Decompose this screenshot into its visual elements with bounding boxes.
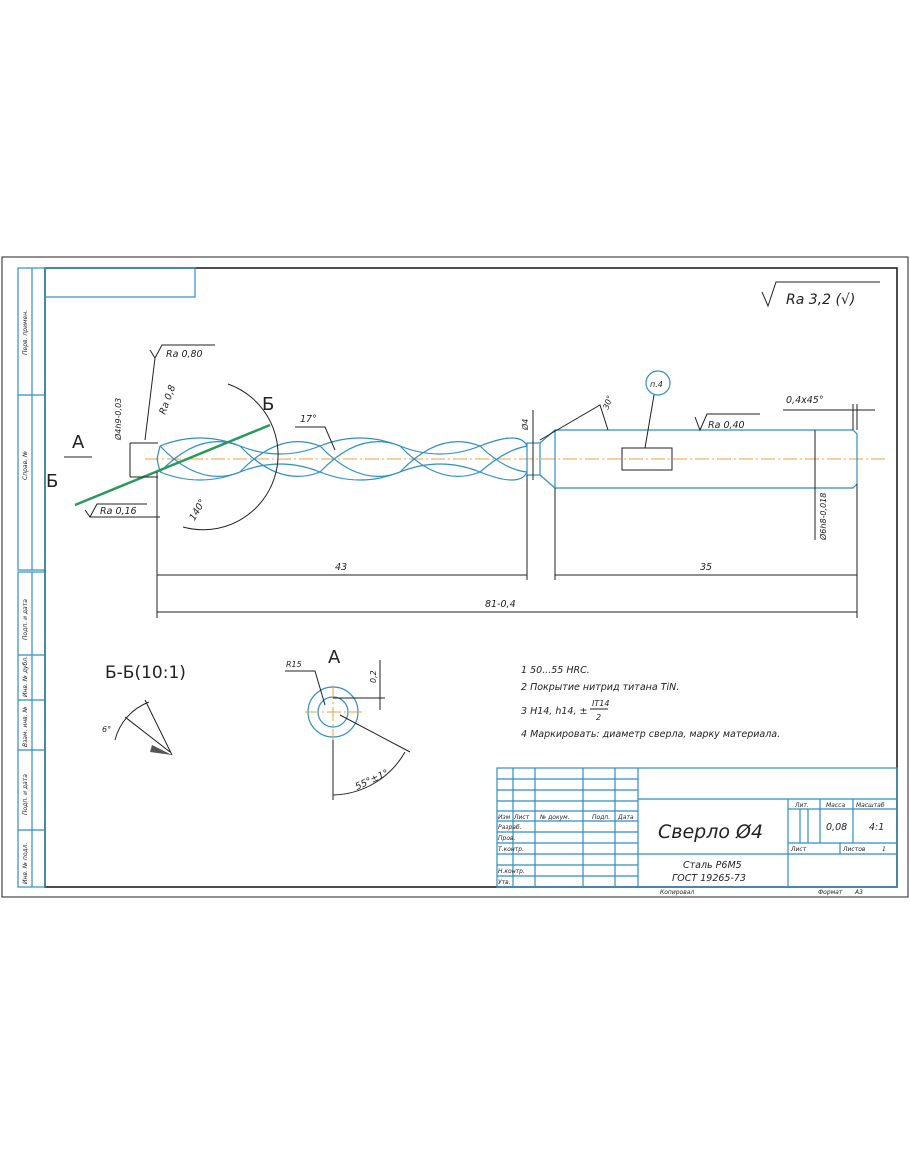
- svg-text:Масса: Масса: [826, 802, 845, 809]
- svg-text:17°: 17°: [300, 414, 317, 425]
- drawing-frame: [44, 267, 898, 888]
- svg-text:30°: 30°: [601, 394, 614, 410]
- svg-text:0,4x45°: 0,4x45°: [786, 395, 824, 406]
- svg-text:Подп.: Подп.: [592, 814, 610, 821]
- material-standard: ГОСТ 19265-73: [672, 873, 746, 884]
- dim-35: 35: [700, 562, 712, 573]
- svg-text:Ø6h8-0,018: Ø6h8-0,018: [818, 493, 828, 541]
- svg-text:0,2: 0,2: [369, 670, 378, 683]
- strip-label: Справ. №: [22, 451, 29, 480]
- view-a-label: А: [72, 432, 85, 453]
- note: 2 Покрытие нитрид титана TiN.: [521, 682, 679, 693]
- note: 3 H14, h14, ±: [521, 706, 587, 717]
- note: 1 50...55 HRC.: [521, 665, 590, 676]
- svg-text:Лист: Лист: [513, 814, 530, 821]
- svg-text:Масштаб: Масштаб: [856, 802, 885, 809]
- part-name: Сверло Ø4: [658, 821, 763, 843]
- svg-text:Лист: Лист: [790, 846, 807, 853]
- svg-text:R15: R15: [286, 660, 302, 669]
- section-b-label-right: Б: [262, 394, 274, 415]
- svg-text:п.4: п.4: [650, 380, 663, 389]
- strip-label: Инв. № дубл.: [22, 656, 29, 697]
- side-strip: [17, 267, 46, 888]
- svg-text:Ra 0,8: Ra 0,8: [157, 384, 178, 416]
- marking-ref-bubble: [645, 370, 671, 396]
- svg-text:Ra 0,16: Ra 0,16: [100, 506, 137, 517]
- svg-text:Ra 0,40: Ra 0,40: [708, 420, 745, 431]
- svg-text:Копировал: Копировал: [660, 889, 694, 896]
- section-line-b: [74, 423, 271, 507]
- svg-text:Разраб.: Разраб.: [498, 824, 522, 831]
- note-fraction-den: 2: [596, 713, 601, 722]
- svg-text:55°±1°: 55°±1°: [354, 768, 391, 793]
- leader-ra080: [144, 344, 215, 441]
- top-left-box: [44, 267, 196, 298]
- section-title: Б-Б(10:1): [105, 663, 186, 683]
- dim-81: 81-0,4: [485, 599, 516, 610]
- svg-text:Утв.: Утв.: [498, 879, 511, 886]
- svg-text:Лит.: Лит.: [794, 802, 809, 809]
- dim-43: 43: [335, 562, 347, 573]
- note-fraction-num: IT14: [592, 699, 609, 708]
- svg-text:Пров.: Пров.: [498, 835, 516, 842]
- mass-value: 0,08: [826, 822, 847, 833]
- svg-text:Ø4: Ø4: [520, 419, 530, 431]
- angle-arc-140: [182, 383, 279, 531]
- svg-text:Ra 0,80: Ra 0,80: [166, 349, 203, 360]
- scale-value: 4:1: [869, 822, 884, 833]
- note: 4 Маркировать: диаметр сверла, марку мат…: [521, 729, 780, 740]
- leader-ra016: [84, 503, 160, 518]
- strip-label: Взам. инв. №: [22, 706, 29, 747]
- svg-text:Дата: Дата: [617, 814, 634, 821]
- marking-area: [621, 447, 673, 471]
- roughness-general: Ra 3,2 (√): [786, 292, 855, 308]
- svg-text:А3: А3: [854, 889, 863, 896]
- svg-text:Ø4h9-0,03: Ø4h9-0,03: [113, 398, 123, 441]
- sheet-border: [1, 256, 909, 898]
- strip-label: Подп. и дата: [22, 774, 29, 815]
- view-a-title: А: [328, 647, 341, 668]
- svg-text:Н.контр.: Н.контр.: [498, 868, 525, 875]
- svg-text:Листов: Листов: [842, 846, 866, 853]
- title-block-grid: [496, 767, 898, 888]
- strip-label: Подп. и дата: [22, 599, 29, 640]
- svg-text:Т.контр.: Т.контр.: [498, 846, 524, 853]
- svg-text:6°: 6°: [102, 725, 111, 734]
- svg-text:140°: 140°: [187, 497, 208, 522]
- svg-text:1: 1: [882, 846, 886, 853]
- roughness-symbol: [761, 281, 880, 308]
- section-b-label-left: Б: [46, 471, 58, 492]
- strip-label: Инв. № подл.: [22, 843, 29, 884]
- svg-text:№ докум.: № докум.: [539, 814, 570, 821]
- material: Сталь Р6М5: [683, 860, 742, 871]
- dimension-lines: [156, 472, 858, 618]
- svg-text:Изм: Изм: [498, 814, 511, 821]
- drill-part: [145, 428, 885, 490]
- svg-text:Формат: Формат: [818, 889, 843, 896]
- strip-label: Перв. примен.: [22, 310, 29, 355]
